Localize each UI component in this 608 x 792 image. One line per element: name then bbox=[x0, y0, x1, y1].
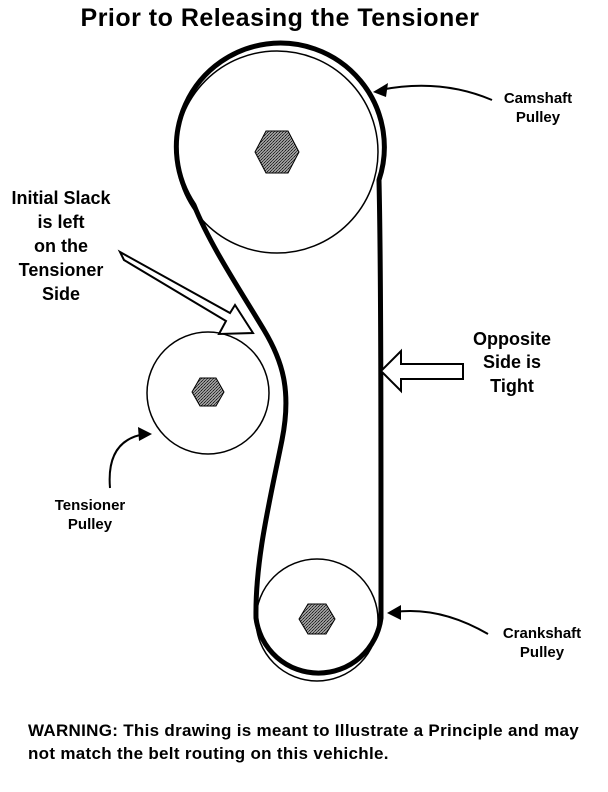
tensioner-pointer-head-icon bbox=[138, 427, 152, 441]
tensioner-pulley-label: Tensioner Pulley bbox=[30, 497, 150, 535]
crankshaft-pulley-label: Crankshaft Pulley bbox=[486, 625, 598, 663]
camshaft-hub-icon bbox=[254, 130, 300, 174]
label-line: Side is bbox=[482, 352, 542, 373]
camshaft-pulley-label: Camshaft Pulley bbox=[490, 90, 586, 128]
label-line: Pulley bbox=[67, 515, 113, 533]
tensioner-hub-icon bbox=[191, 377, 225, 407]
label-line: on the bbox=[34, 236, 88, 257]
page-title: Prior to Releasing the Tensioner bbox=[80, 4, 480, 32]
label-line: Initial Slack bbox=[11, 188, 111, 208]
crankshaft-pointer-arrow bbox=[393, 609, 489, 635]
crankshaft-hub-icon bbox=[298, 603, 336, 635]
tight-arrow-icon bbox=[379, 348, 464, 394]
camshaft-pointer-arrow bbox=[379, 84, 493, 101]
crankshaft-pointer-head-icon bbox=[387, 605, 401, 620]
label-line: Side bbox=[41, 284, 80, 305]
warning-text: WARNING: This drawing is meant to Illust… bbox=[28, 721, 580, 763]
tensioner-pulley bbox=[146, 331, 270, 455]
label-line: Tensioner bbox=[18, 260, 104, 281]
label-line: Pulley bbox=[515, 108, 561, 126]
label-line: Crankshaft bbox=[502, 625, 582, 642]
timing-belt bbox=[173, 40, 387, 676]
label-line: Tight bbox=[490, 375, 534, 396]
label-line: Pulley bbox=[519, 643, 565, 661]
label-line: Camshaft bbox=[503, 90, 573, 107]
initial-slack-label: Initial Slack is left on the Tensioner S… bbox=[0, 186, 122, 307]
label-line: Opposite bbox=[472, 329, 551, 349]
label-line: is left bbox=[37, 212, 85, 233]
label-line: Tensioner bbox=[54, 497, 126, 514]
slack-arrow-icon bbox=[117, 249, 255, 336]
opposite-side-label: Opposite Side is Tight bbox=[452, 328, 572, 398]
camshaft-pointer-head-icon bbox=[373, 83, 388, 97]
tensioner-pointer-arrow bbox=[108, 433, 146, 489]
